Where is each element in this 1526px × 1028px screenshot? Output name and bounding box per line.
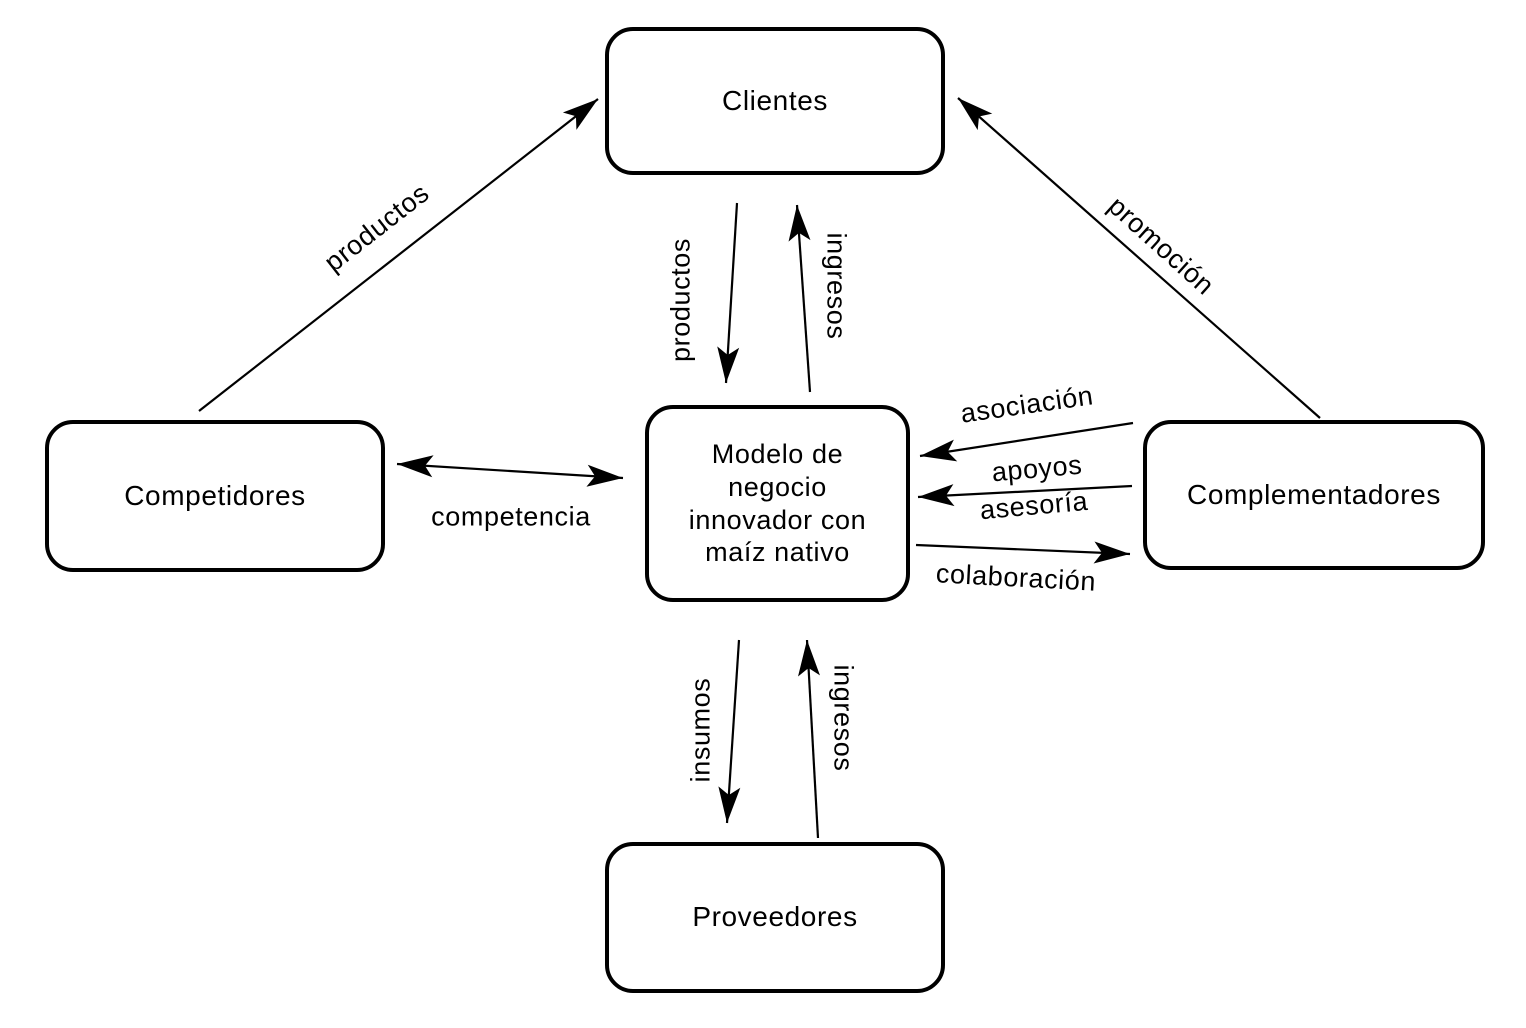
edge-productos-down [717, 202, 740, 384]
edge-label-insumos: insumos [685, 677, 716, 783]
edge-productos-competidores-clientes [198, 98, 599, 412]
edge-ingresos-bottom [798, 639, 820, 839]
node-competidores-label: Competidores [124, 479, 306, 511]
node-competidores: Competidores [45, 420, 385, 572]
edge-competencia [396, 455, 624, 487]
node-clientes: Clientes [605, 27, 945, 175]
edge-promocion [957, 97, 1321, 419]
node-complementadores-label: Complementadores [1187, 478, 1441, 510]
edge-label-ingresos-top: ingresos [821, 232, 852, 340]
edge-apoyos-asesoria [917, 484, 1133, 507]
node-clientes-label: Clientes [722, 84, 828, 116]
edge-insumos [718, 639, 741, 824]
edge-label-ingresos-bottom: ingresos [828, 664, 859, 772]
node-complementadores: Complementadores [1143, 420, 1485, 570]
node-modelo-line: maíz nativo [705, 537, 850, 568]
node-proveedores-label: Proveedores [692, 901, 858, 933]
node-modelo-line: innovador con [688, 504, 867, 535]
edge-label-productos-down: productos [665, 238, 696, 362]
node-proveedores: Proveedores [605, 842, 945, 993]
edge-colaboracion [915, 541, 1131, 564]
edge-asociacion [919, 421, 1134, 462]
node-modelo-negocio: Modelo de negocio innovador con maíz nat… [645, 405, 910, 602]
node-modelo-line: negocio [728, 471, 827, 502]
edge-label-competencia: competencia [431, 501, 591, 532]
node-modelo-line: Modelo de [711, 438, 844, 469]
edge-ingresos-top [788, 204, 812, 393]
